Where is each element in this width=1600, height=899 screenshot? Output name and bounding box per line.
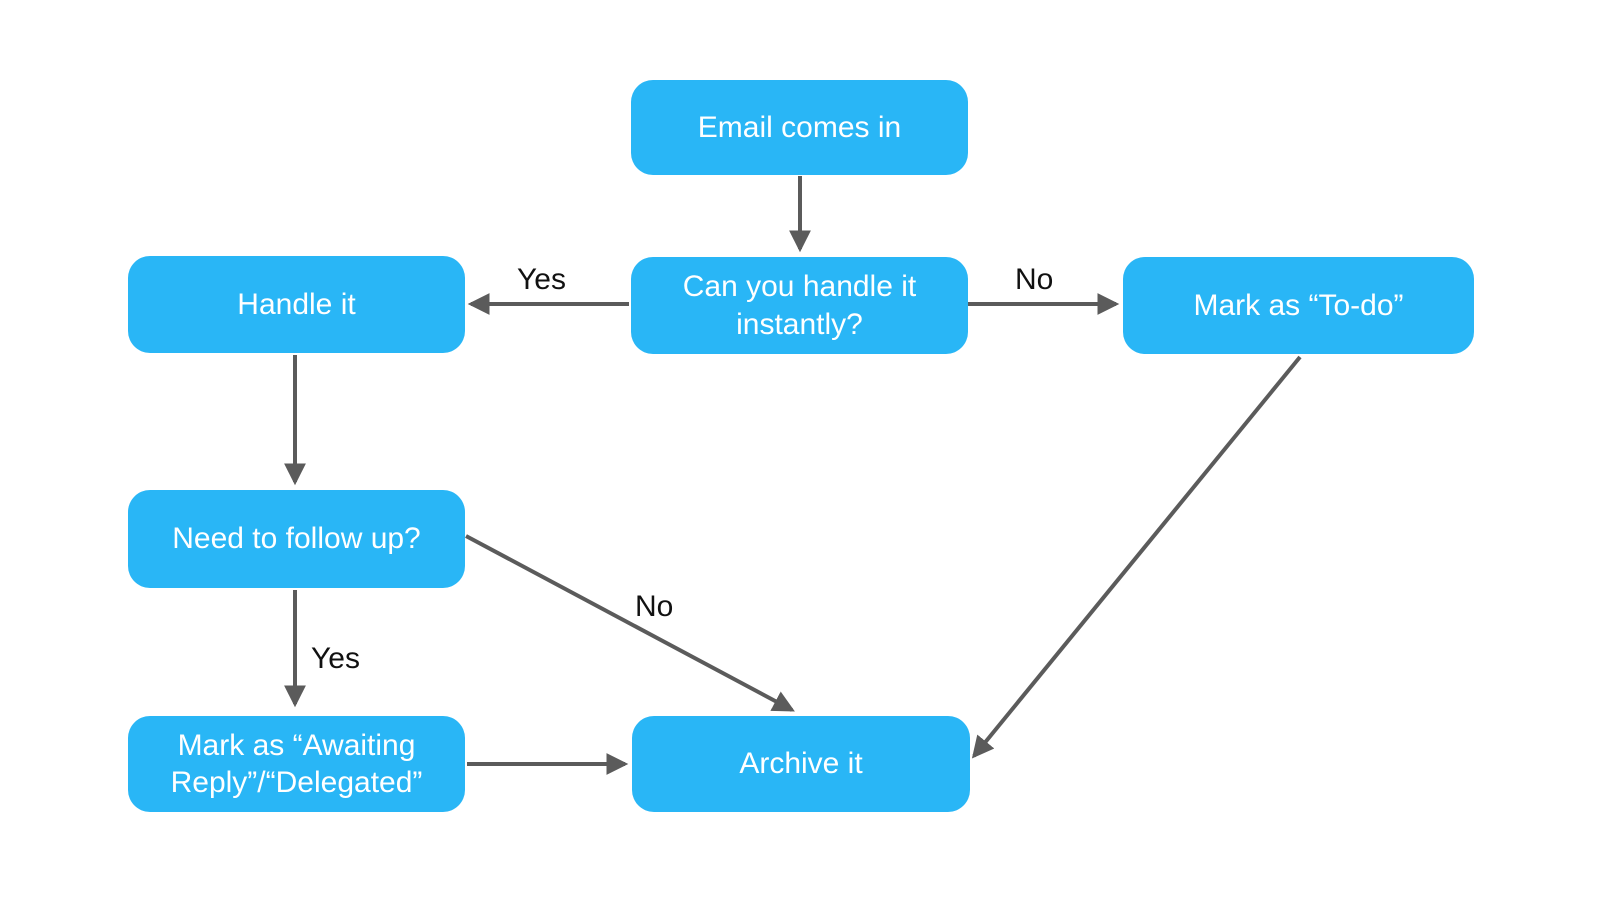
edge-todo-to-archive (971, 355, 1302, 759)
node-mark-as-to-do: Mark as “To-do” (1123, 257, 1474, 354)
node-archive-it: Archive it (632, 716, 970, 812)
node-email-comes-in: Email comes in (631, 80, 968, 175)
edge-label-no-followup-to-archive: No (635, 590, 674, 623)
node-can-you-handle-it-instantly: Can you handle it instantly? (631, 257, 968, 354)
edge-label-yes-followup-to-awaiting: Yes (311, 642, 360, 675)
node-mark-as-awaiting-reply-delegated: Mark as “Awaiting Reply”/“Delegated” (128, 716, 465, 812)
edge-followup-to-archive (465, 534, 795, 712)
node-handle-it: Handle it (128, 256, 465, 353)
edge-label-no-instant-to-todo: No (1015, 263, 1054, 296)
edge-label-yes-instant-to-handle: Yes (517, 263, 566, 296)
node-need-to-follow-up: Need to follow up? (128, 490, 465, 588)
